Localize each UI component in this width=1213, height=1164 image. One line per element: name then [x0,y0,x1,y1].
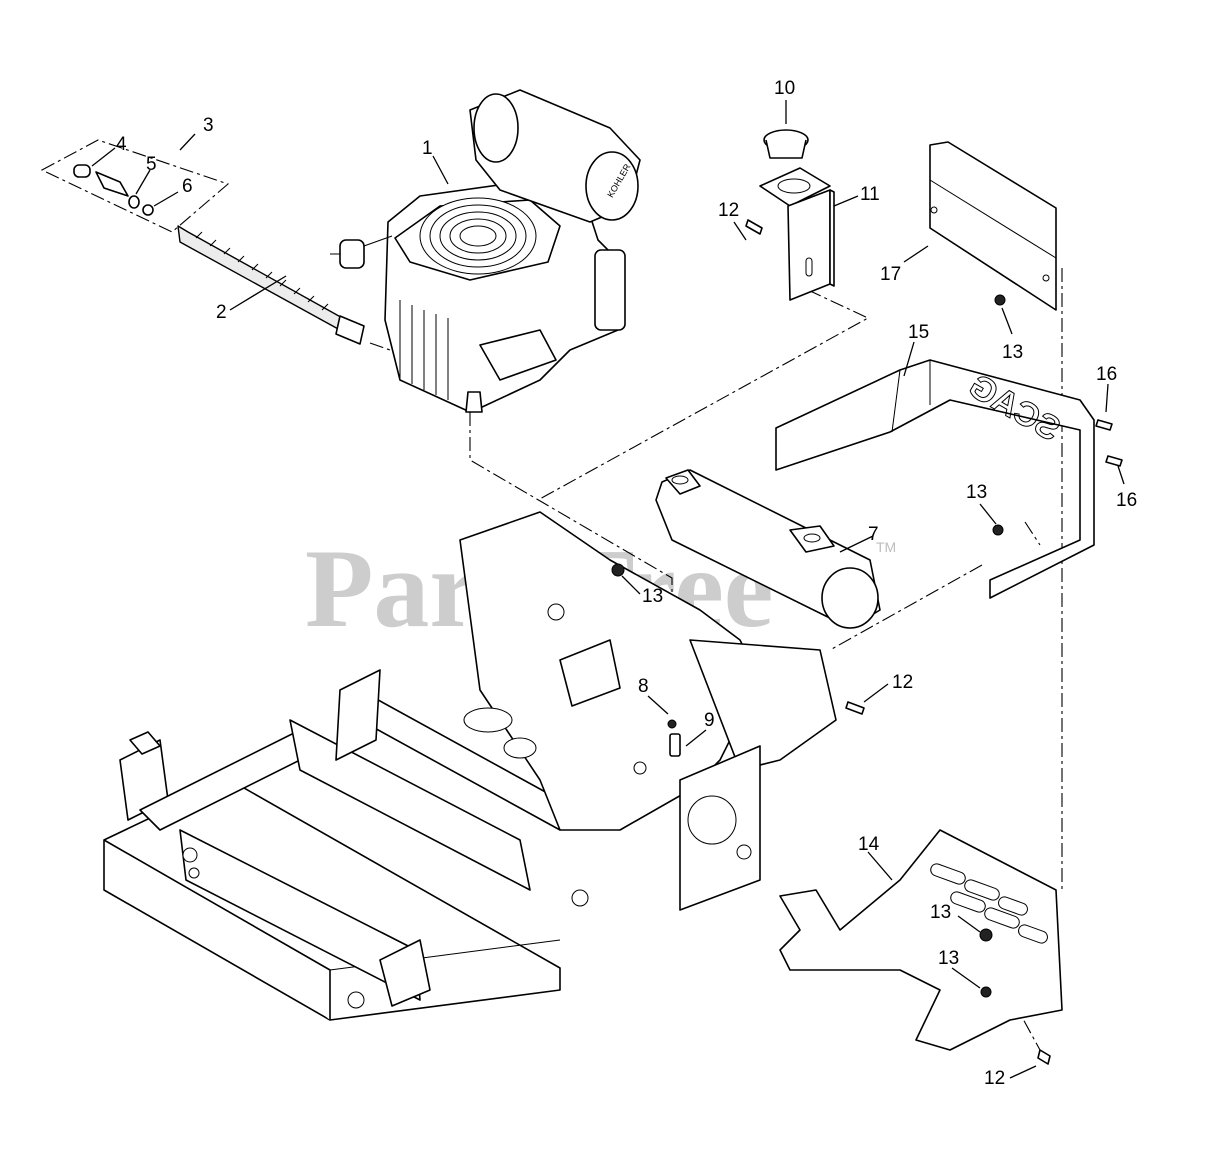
callout-7: 7 [868,524,879,545]
muffler [655,469,881,629]
callout-3: 3 [203,115,214,136]
callout-16-upper: 16 [1096,364,1117,385]
callout-14: 14 [858,834,880,855]
fuel-hose-assembly [73,164,365,345]
callout-11: 11 [860,184,880,205]
skid-plate [779,829,1063,1051]
callout-6: 6 [182,176,193,197]
callout-1: 1 [422,138,433,159]
chassis-frame [103,511,837,1021]
callout-4: 4 [116,134,127,155]
watermark-trademark: TM [876,539,896,555]
callout-17: 17 [880,264,901,285]
part-4-cap [73,164,91,178]
callout-12-bracket: 12 [718,200,739,221]
part-5-oring [128,195,140,209]
callout-8: 8 [638,676,649,697]
part-6-washer [142,204,154,216]
callout-10: 10 [774,78,795,99]
callout-5: 5 [146,154,157,175]
part-5-fitting [95,171,129,197]
fasteners [611,219,1123,1065]
mount-bracket [759,129,835,301]
callout-9: 9 [704,710,715,731]
callout-13-guard: 13 [966,482,987,503]
callout-13-skid-lower: 13 [938,948,959,969]
guard-brand: SCAG [962,367,1066,449]
callout-13-frame: 13 [642,586,663,607]
callout-13-skid-upper: 13 [930,902,951,923]
callout-16-lower: 16 [1116,490,1137,511]
part-2-hose [177,225,347,331]
callout-12-frame: 12 [892,672,913,693]
rear-plate [929,141,1057,311]
callout-13-plate: 13 [1002,342,1023,363]
callout-2: 2 [216,302,227,323]
engine: KOHLER [330,89,641,413]
callout-12-skid: 12 [984,1068,1005,1089]
callout-15: 15 [908,322,929,343]
leader-lines [91,100,1125,1079]
callout-labels: 1 2 3 4 5 6 7 8 9 10 11 12 12 12 13 13 1… [116,78,1137,1089]
